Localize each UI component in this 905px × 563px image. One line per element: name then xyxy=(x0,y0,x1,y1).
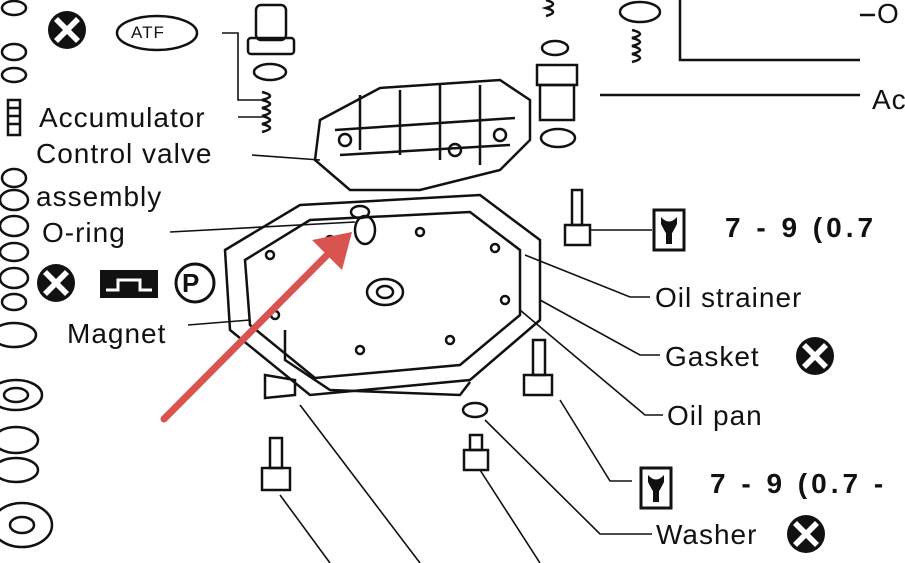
oil-pan-assembly xyxy=(223,193,542,400)
washer-label: Washer xyxy=(656,519,758,550)
atf-icon xyxy=(115,14,199,52)
p-symbol-label: P xyxy=(182,268,201,298)
assembly-label: assembly xyxy=(36,181,163,212)
right-springs xyxy=(535,0,875,149)
petroleum-jelly-icon xyxy=(174,262,216,304)
o-ring-label: O-ring xyxy=(42,217,126,248)
magnet-label: Magnet xyxy=(67,318,167,349)
bolts xyxy=(260,188,592,492)
cut-label-top: O xyxy=(877,0,900,29)
oil-pan-label: Oil pan xyxy=(667,400,763,431)
torque-value-2: 7 - 9 (0.7 - xyxy=(710,468,888,499)
left-parts-stack xyxy=(0,0,54,549)
pointer-arrow xyxy=(160,232,352,423)
control-valve-label: Control valve xyxy=(36,138,213,169)
oil-strainer-label: Oil strainer xyxy=(655,282,803,313)
replace-x-icon xyxy=(37,264,75,302)
atf-label: ATF xyxy=(131,23,165,42)
replace-x-icon xyxy=(796,337,834,375)
replace-x-icon xyxy=(787,515,825,553)
accumulator-label: Accumulator xyxy=(39,102,206,133)
torque-wrench-icon xyxy=(639,466,673,510)
leader-lines xyxy=(169,32,663,563)
cut-label-right: Ac xyxy=(872,84,905,115)
torque-value-1: 7 - 9 (0.7 xyxy=(725,212,878,243)
torque-wrench-icon xyxy=(652,208,686,252)
accumulator-spring xyxy=(246,3,296,134)
gasket-label: Gasket xyxy=(665,341,760,372)
sealant-icon xyxy=(100,270,158,298)
control-valve-body xyxy=(313,78,532,246)
replace-x-icon xyxy=(48,11,86,49)
